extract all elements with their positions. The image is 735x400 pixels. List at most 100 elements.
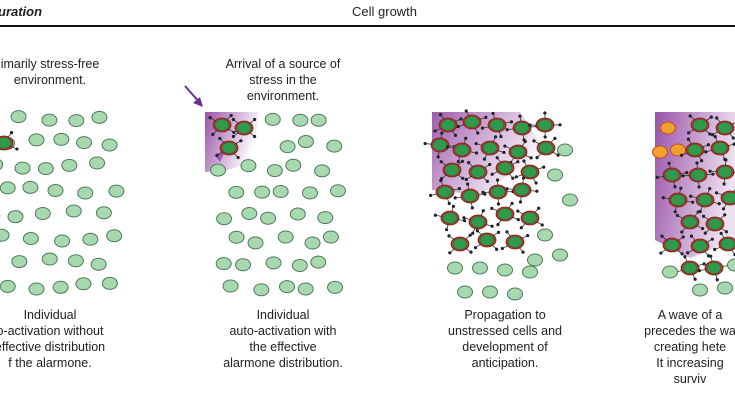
alarmone-dot bbox=[697, 185, 701, 189]
cell-body bbox=[214, 119, 230, 131]
activated-cell bbox=[674, 255, 706, 281]
activated-cell bbox=[697, 254, 731, 282]
caption-line: imarily stress-free bbox=[0, 57, 100, 71]
alarmone-dot bbox=[723, 213, 727, 217]
cell-body bbox=[452, 238, 468, 250]
resting-cell bbox=[552, 248, 568, 262]
caption-line: anticipation. bbox=[471, 356, 539, 370]
cell-body bbox=[514, 184, 530, 196]
caption-line: stress in the bbox=[249, 73, 317, 87]
cell-body bbox=[510, 146, 526, 158]
alarmone-dot bbox=[523, 139, 527, 144]
activated-cell bbox=[675, 210, 705, 234]
alarmone-dot bbox=[543, 111, 547, 115]
alarmone-dot bbox=[510, 201, 514, 206]
resting-cell bbox=[76, 136, 93, 150]
alarmone-dot bbox=[436, 155, 440, 159]
alarmone-dot bbox=[717, 202, 721, 206]
alarmone-dot bbox=[453, 133, 458, 137]
alarmone-dot bbox=[456, 160, 460, 164]
alarmone-dot bbox=[731, 136, 735, 140]
alarmone-dot bbox=[710, 237, 714, 241]
alarmone-dot bbox=[485, 179, 489, 183]
cell-body bbox=[537, 119, 553, 131]
alarmone-dot bbox=[502, 150, 506, 155]
caption-line: precedes the wa bbox=[644, 324, 735, 338]
alarmone-dot bbox=[535, 189, 539, 193]
cell-body bbox=[682, 216, 698, 228]
alarmone-dot bbox=[667, 161, 671, 165]
alarmone-dot bbox=[505, 128, 509, 132]
alarmone-dot bbox=[689, 234, 694, 238]
caption-line: the effective bbox=[249, 340, 317, 354]
activated-cell bbox=[429, 178, 461, 206]
alarmone-dot bbox=[496, 202, 501, 206]
resting-cell bbox=[91, 110, 108, 124]
alarmone-dot bbox=[709, 115, 713, 119]
alarmone-dot bbox=[439, 160, 443, 164]
cell-body bbox=[522, 166, 538, 178]
alarmone-dot bbox=[505, 187, 509, 191]
resting-cell bbox=[247, 236, 264, 250]
resting-cell bbox=[326, 139, 343, 153]
resting-cell bbox=[265, 256, 282, 270]
resting-cell bbox=[89, 156, 106, 170]
alarmone-dot bbox=[704, 150, 708, 154]
alarmone-dot bbox=[500, 246, 504, 251]
alarmone-dot bbox=[208, 116, 212, 120]
alarmone-dot bbox=[461, 176, 465, 180]
resting-cell bbox=[228, 185, 245, 199]
cell-body bbox=[692, 119, 708, 131]
alarmone-dot bbox=[505, 230, 509, 234]
resting-cell bbox=[304, 236, 321, 250]
cell-body bbox=[432, 139, 448, 151]
alarmone-dot bbox=[447, 201, 451, 206]
resting-cell bbox=[101, 138, 118, 152]
caption-line: auto-activation with bbox=[229, 324, 337, 338]
cell-body bbox=[236, 122, 252, 134]
stressed-cell bbox=[660, 121, 676, 135]
alarmone-dot bbox=[514, 175, 518, 179]
activated-cell bbox=[473, 229, 501, 251]
alarmone-dot bbox=[708, 187, 712, 191]
resting-cell bbox=[22, 231, 39, 245]
alarmone-dot bbox=[481, 190, 485, 194]
resting-cell bbox=[52, 280, 69, 294]
resting-cell bbox=[297, 282, 314, 296]
alarmone-dot bbox=[433, 129, 437, 133]
resting-cell bbox=[65, 204, 82, 218]
activated-cell bbox=[433, 204, 467, 232]
activated-cell bbox=[480, 111, 514, 139]
resting-cell bbox=[215, 257, 232, 271]
resting-cell bbox=[54, 234, 71, 248]
alarmone-dot bbox=[675, 213, 680, 218]
caption-line: Individual bbox=[256, 308, 310, 322]
cell-body bbox=[682, 262, 698, 274]
cell-body bbox=[706, 262, 722, 274]
resting-cell bbox=[662, 265, 678, 279]
resting-cell bbox=[41, 252, 58, 266]
resting-cell bbox=[7, 210, 24, 224]
alarmone-dot bbox=[701, 214, 706, 218]
cell-body bbox=[0, 137, 12, 149]
cell-body bbox=[444, 164, 460, 176]
cell-body bbox=[707, 218, 723, 230]
activated-cell bbox=[453, 182, 487, 210]
alarmone-dot bbox=[558, 123, 562, 127]
activated-cell bbox=[689, 187, 721, 213]
resting-cell bbox=[457, 285, 473, 299]
cell-body bbox=[497, 162, 513, 174]
alarmone-dot bbox=[495, 247, 499, 251]
alarmone-dot bbox=[9, 131, 14, 135]
alarmone-dot bbox=[484, 115, 488, 119]
resting-cell bbox=[329, 184, 346, 198]
resting-cell bbox=[75, 277, 92, 291]
activated-cell bbox=[679, 137, 711, 163]
resting-cell bbox=[310, 255, 327, 269]
panel-2-bottom-caption: Individual auto-activation with the effect… bbox=[203, 307, 363, 371]
alarmone-dot bbox=[535, 156, 539, 160]
caption-line: Propagation to bbox=[464, 308, 546, 322]
resting-cell bbox=[322, 230, 339, 244]
